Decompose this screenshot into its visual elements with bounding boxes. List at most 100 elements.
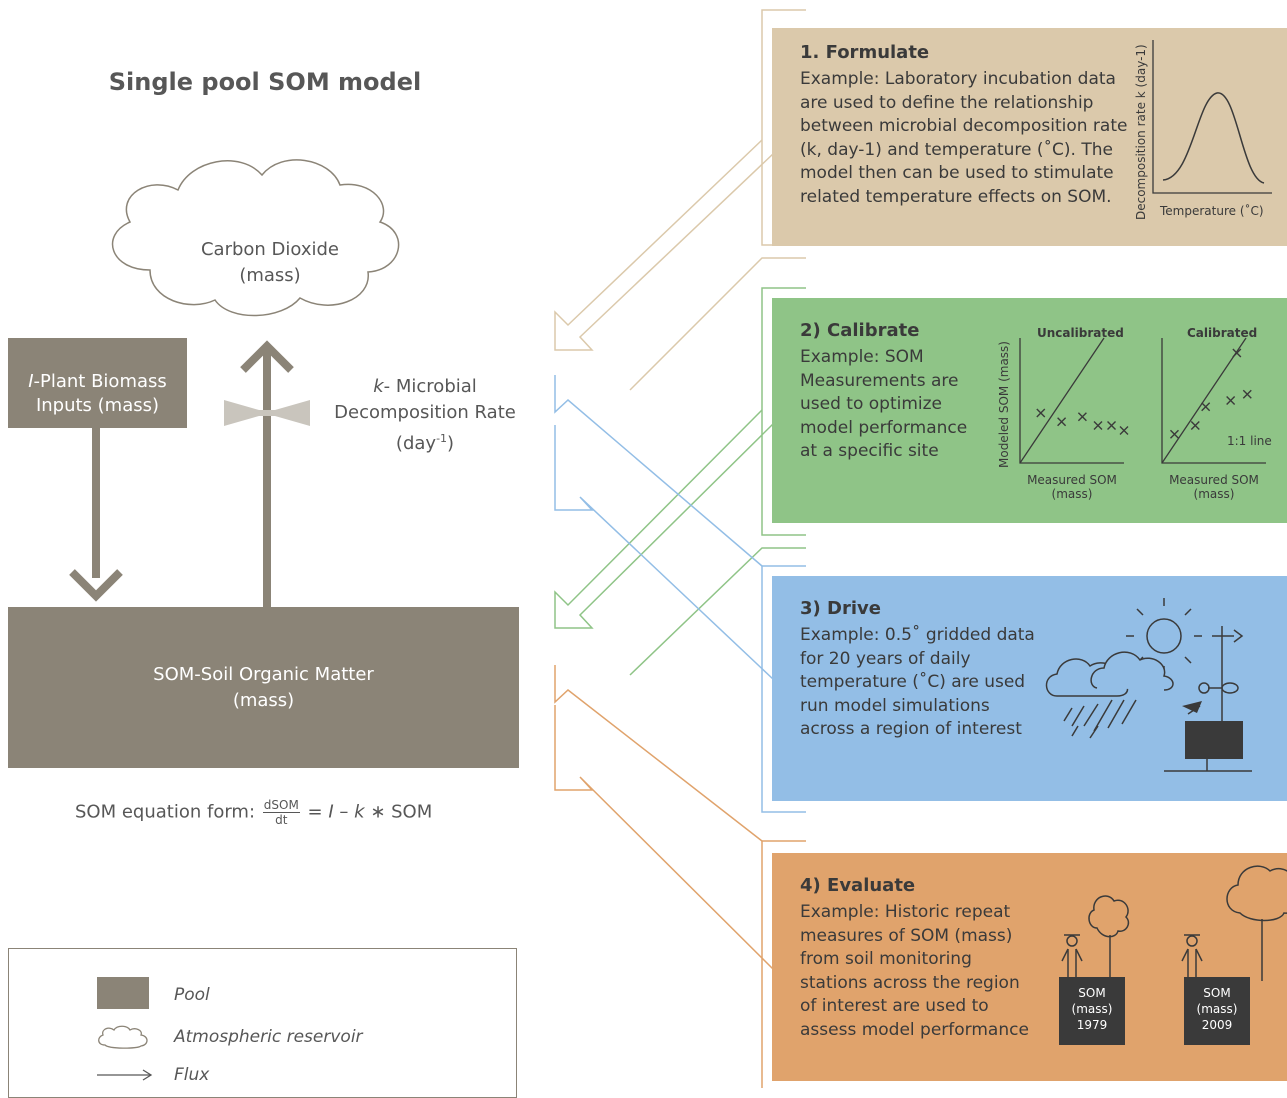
cloud-label-line1: Carbon Dioxide	[200, 239, 340, 260]
evaluate-title: 4) Evaluate	[800, 875, 916, 896]
drive-line: run model simulations	[800, 695, 990, 716]
cloud-shape	[111, 159, 400, 317]
legend-reservoir-label: Atmospheric reservoir	[174, 1027, 363, 1047]
formulate-text: Example: Laboratory incubation data are …	[800, 68, 1127, 209]
temperature-curve-plot	[1152, 40, 1272, 194]
panel-evaluate: 4) Evaluate Example: Historic repeat mea…	[772, 853, 1287, 1081]
formulate-ylabel: Decomposition rate k (day-1)	[1134, 44, 1148, 220]
output-flux-shaft	[263, 350, 271, 607]
evaluate-illustration	[1059, 865, 1287, 1045]
evaluate-text: Example: Historic repeat measures of SOM…	[800, 901, 1029, 1042]
som-box-2009-label: SOM (mass) 2009	[1184, 985, 1250, 1033]
drive-text: Example: 0.5˚ gridded data for 20 years …	[800, 624, 1035, 742]
station-box	[1185, 721, 1243, 759]
scatter-point	[1190, 421, 1200, 430]
legend-pool-label: Pool	[174, 985, 210, 1005]
plant-var: I	[28, 371, 34, 392]
som-line2: (mass)	[232, 690, 295, 711]
rate-unit-end: )	[447, 433, 455, 454]
rate-line1: - Microbial	[383, 376, 477, 397]
xlabel-line2: (mass)	[1051, 487, 1093, 501]
sun-icon	[1146, 618, 1182, 654]
scatter-point	[1057, 417, 1067, 427]
person-icon	[1186, 935, 1198, 947]
calibrate-title: 2) Calibrate	[800, 320, 920, 341]
formulate-line: (k, day-1) and temperature (˚C). The	[800, 139, 1113, 160]
decomposition-rate-label: k- Microbial Decomposition Rate (day-1)	[320, 374, 530, 457]
calibrate-line: used to optimize	[800, 394, 943, 414]
evaluate-line: stations across the region	[800, 972, 1020, 993]
legend-cloud-icon	[98, 1025, 148, 1049]
calibrate-text: Example: SOM Measurements are used to op…	[800, 346, 967, 464]
formulate-title: 1. Formulate	[800, 42, 930, 63]
rate-var: k	[373, 376, 384, 397]
scatter-point	[1107, 421, 1117, 430]
equation-rhs: ∗ SOM	[370, 801, 433, 823]
calibrated-xlabel: Measured SOM (mass)	[1159, 473, 1269, 501]
scatter-point	[1077, 412, 1087, 422]
scatter-point	[1201, 402, 1211, 412]
cloud-label: Carbon Dioxide (mass)	[170, 237, 370, 289]
formulate-xlabel: Temperature (˚C)	[1160, 204, 1264, 218]
drive-line: temperature (˚C) are used	[800, 672, 1026, 692]
formulate-line: model then can be used to stimulate	[800, 163, 1114, 183]
drive-line: Example: 0.5˚ gridded data	[800, 625, 1035, 645]
scatter-point	[1036, 408, 1046, 418]
calibrate-line: Example: SOM	[800, 347, 924, 367]
plant-line2: Inputs (mass)	[35, 395, 160, 416]
calibration-plots	[1019, 337, 1266, 464]
box-year-2009: 2009	[1201, 1018, 1233, 1032]
calibrate-line: at a specific site	[800, 441, 939, 461]
equation-var-i: I	[328, 801, 334, 823]
som-pool	[8, 607, 519, 768]
scatter-point	[1232, 348, 1242, 358]
evaluate-line: measures of SOM (mass)	[800, 925, 1013, 946]
box-line1: SOM	[1203, 986, 1231, 1000]
panel-calibrate: 2) Calibrate Example: SOM Measurements a…	[772, 298, 1287, 523]
drive-title: 3) Drive	[800, 598, 881, 619]
calibrate-line: Measurements are	[800, 370, 959, 391]
uncalibrated-points	[1036, 408, 1129, 435]
equation-label: SOM equation form:	[75, 801, 256, 823]
calibrate-ylabel: Modeled SOM (mass)	[997, 341, 1011, 468]
scatter-point	[1119, 426, 1129, 435]
evaluate-line: from soil monitoring	[800, 949, 972, 969]
person-icon	[1066, 935, 1078, 947]
scatter-point	[1093, 421, 1103, 430]
plant-biomass-pool	[8, 338, 187, 428]
formulate-line: are used to define the relationship	[800, 92, 1094, 113]
box-line1: SOM	[1078, 986, 1106, 1000]
cloud-label-line2: (mass)	[239, 265, 301, 286]
rate-unit-sup: -1	[436, 432, 448, 445]
legend-pool-swatch	[97, 977, 149, 1009]
xlabel-line2: (mass)	[1193, 487, 1235, 501]
evaluate-line: Example: Historic repeat	[800, 902, 1011, 922]
scatter-point	[1242, 389, 1252, 399]
tree-icon	[1088, 895, 1130, 938]
scatter-point	[1169, 429, 1179, 439]
rate-line2: Decomposition Rate	[334, 402, 516, 423]
legend-arrow-icon	[97, 1069, 153, 1081]
formulate-line: Example: Laboratory incubation data	[800, 69, 1116, 89]
drive-line: across a region of interest	[800, 719, 1022, 739]
panel-formulate: 1. Formulate Example: Laboratory incubat…	[772, 28, 1287, 246]
scatter-point	[1226, 396, 1236, 405]
som-sample-box-2009	[1184, 977, 1250, 1045]
evaluate-line: of interest are used to	[800, 996, 989, 1016]
output-flux-head	[240, 340, 294, 373]
xlabel-line1: Measured SOM	[1027, 473, 1117, 487]
legend-flux-label: Flux	[174, 1065, 210, 1085]
som-line1: SOM-Soil Organic Matter	[153, 664, 374, 685]
equation-var-k: k	[354, 801, 365, 823]
one-to-one-label: 1:1 line	[1227, 434, 1272, 448]
plant-biomass-label: I-Plant Biomass Inputs (mass)	[8, 370, 187, 418]
equation-numerator: dSOM	[262, 798, 300, 813]
equation-denominator: dt	[275, 813, 288, 827]
equation-minus: –	[339, 801, 349, 823]
drive-line: for 20 years of daily	[800, 648, 971, 669]
input-flux-shaft	[92, 428, 100, 578]
uncalibrated-title: Uncalibrated	[1037, 326, 1124, 340]
